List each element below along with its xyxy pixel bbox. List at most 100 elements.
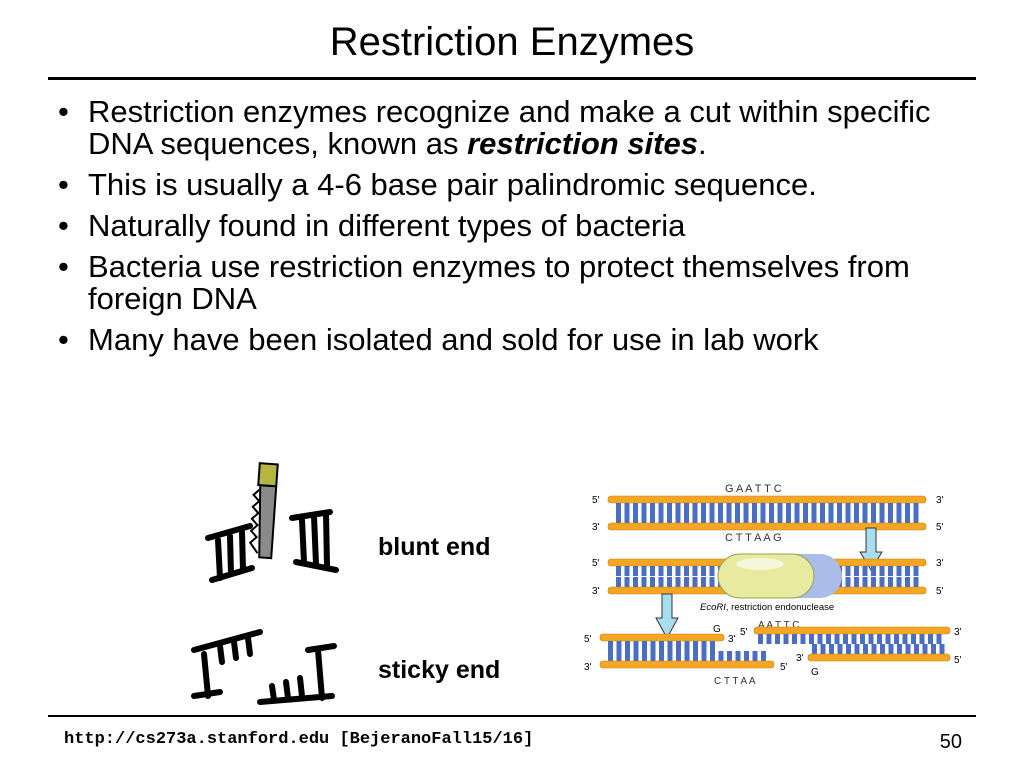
base-tick — [650, 566, 655, 576]
sticky-dna-right-icon — [257, 643, 337, 705]
left-fragment-bottom-label: C T T A A — [714, 676, 756, 687]
base-tick — [879, 566, 885, 576]
base-tick — [693, 641, 698, 651]
base-tick — [845, 513, 851, 523]
base-tick — [641, 566, 647, 576]
five-prime-label: 5' — [740, 627, 748, 638]
base-tick — [871, 513, 876, 523]
base-tick — [905, 503, 910, 513]
base-tick — [931, 644, 936, 654]
base-tick — [676, 651, 681, 661]
three-prime-label: 3' — [728, 634, 736, 645]
sticky-dna-left-icon — [191, 629, 263, 699]
base-tick — [684, 651, 690, 661]
base-tick — [692, 577, 698, 587]
three-prime-label: 3' — [936, 558, 944, 569]
base-tick — [624, 513, 630, 523]
base-tick — [936, 634, 942, 644]
base-tick — [837, 513, 842, 523]
base-tick — [693, 651, 698, 661]
base-tick — [803, 513, 808, 523]
base-tick — [692, 503, 698, 513]
base-tick — [667, 566, 672, 576]
base-tick — [735, 513, 740, 523]
base-tick — [794, 513, 800, 523]
base-tick — [608, 651, 613, 661]
base-tick — [854, 503, 859, 513]
title-divider — [48, 77, 976, 80]
base-tick — [783, 634, 789, 644]
base-tick — [905, 577, 910, 587]
base-tick — [743, 503, 749, 513]
base-tick — [803, 503, 808, 513]
base-tick — [854, 513, 859, 523]
base-tick — [650, 503, 655, 513]
base-tick — [616, 503, 621, 513]
base-tick — [650, 513, 655, 523]
base-tick — [871, 644, 877, 654]
base-tick — [913, 577, 919, 587]
base-tick — [871, 577, 876, 587]
base-tick — [851, 634, 857, 644]
base-tick — [919, 634, 925, 644]
bullet-dot-icon: • — [58, 322, 69, 357]
ecori-diagram: G A A T T C 5' 3' 3' 5' C T T A A G 5' 3… — [584, 483, 962, 687]
base-tick — [684, 641, 690, 651]
bottom-sequence-label: C T T A A G — [725, 532, 782, 544]
base-tick — [862, 503, 868, 513]
page-number: 50 — [939, 731, 962, 753]
base-tick — [726, 503, 732, 513]
base-tick — [760, 513, 766, 523]
base-tick — [792, 634, 797, 644]
five-prime-label: 5' — [954, 655, 962, 666]
base-pairs — [608, 651, 766, 661]
base-tick — [829, 644, 834, 654]
saw-icon — [248, 462, 279, 560]
base-tick — [624, 566, 630, 576]
bullet-item: •Naturally found in different types of b… — [58, 208, 686, 243]
base-tick — [726, 513, 732, 523]
base-tick — [888, 513, 893, 523]
base-tick — [913, 503, 919, 513]
enzyme-label: EcoRI, restriction endonuclease — [700, 602, 834, 613]
slide-title: Restriction Enzymes — [329, 20, 695, 64]
base-tick — [905, 513, 910, 523]
base-tick — [675, 566, 681, 576]
base-tick — [624, 503, 630, 513]
base-tick — [616, 513, 621, 523]
base-tick — [885, 634, 891, 644]
base-tick — [843, 634, 848, 644]
base-tick — [735, 651, 741, 661]
base-tick — [701, 513, 706, 523]
base-tick — [888, 577, 893, 587]
base-tick — [658, 513, 664, 523]
base-tick — [817, 634, 823, 644]
base-tick — [633, 641, 639, 651]
base-tick — [642, 641, 647, 651]
five-prime-label: 5' — [592, 558, 600, 569]
base-tick — [752, 513, 757, 523]
base-tick — [684, 577, 689, 587]
blunt-end-label: blunt end — [378, 533, 491, 561]
base-tick — [896, 577, 902, 587]
base-tick — [667, 651, 673, 661]
base-tick — [812, 644, 817, 654]
base-tick — [752, 503, 757, 513]
base-tick — [894, 634, 899, 644]
base-tick — [743, 513, 749, 523]
base-tick — [667, 503, 672, 513]
three-prime-label: 3' — [592, 586, 600, 597]
base-tick — [675, 503, 681, 513]
base-tick — [914, 644, 919, 654]
base-tick — [752, 651, 758, 661]
base-tick — [820, 644, 826, 654]
base-tick — [913, 566, 919, 576]
dna-strand — [753, 626, 951, 635]
base-tick — [888, 644, 894, 654]
base-tick — [692, 513, 698, 523]
base-tick — [625, 641, 630, 651]
base-tick — [769, 503, 774, 513]
base-tick — [701, 651, 707, 661]
bullet-item: •Restriction enzymes recognize and make … — [58, 94, 931, 161]
base-tick — [854, 644, 860, 654]
